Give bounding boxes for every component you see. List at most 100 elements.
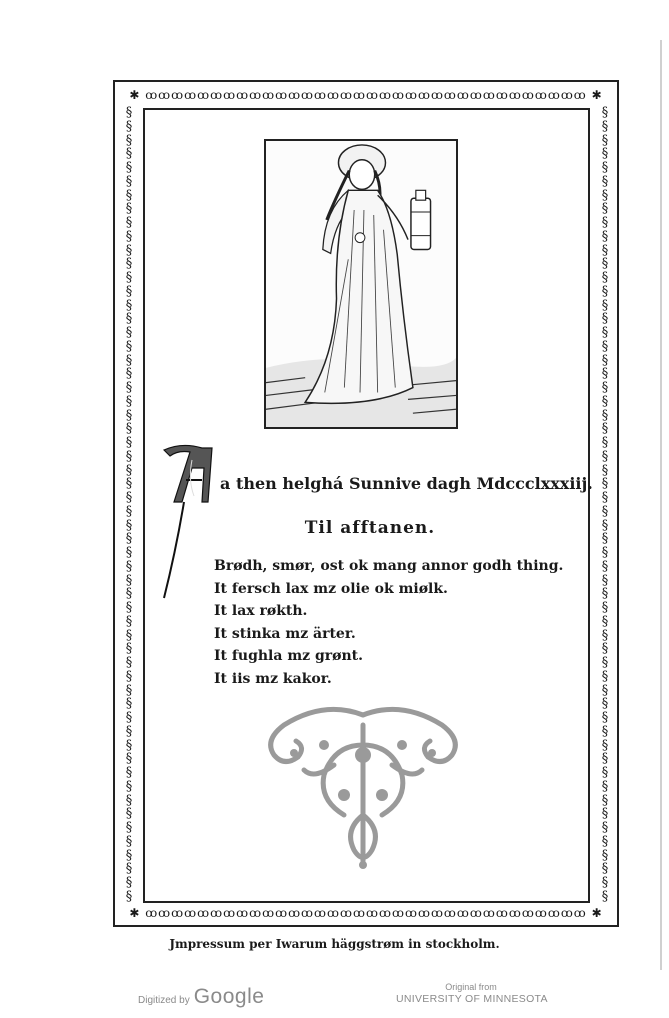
border-glyph: § (125, 435, 133, 450)
page-edge-shadow (660, 40, 662, 970)
border-glyph: § (601, 187, 609, 203)
menu-item: It iis mz kakor. (214, 670, 332, 687)
border-glyph: § (601, 655, 609, 670)
border-glyph: § (125, 160, 133, 175)
border-glyph: § (125, 696, 133, 712)
border-glyph: § (601, 847, 609, 863)
border-glyph: § (125, 641, 133, 657)
border-glyph: § (125, 875, 133, 890)
border-glyph: § (125, 393, 133, 409)
bottom-border-ornament: ✱ ꝏꝏꝏꝏꝏꝏꝏꝏꝏꝏꝏꝏꝏꝏꝏꝏꝏꝏꝏꝏꝏꝏꝏꝏꝏꝏꝏꝏꝏꝏꝏꝏꝏꝏ ✱ (129, 906, 603, 920)
right-border-ornament: §§§§§§§§§§§§§§§§§§§§§§§§§§§§§§§§§§§§§§§§… (592, 106, 618, 903)
menu-item: It stinka mz ärter. (214, 625, 356, 642)
border-glyph: § (601, 751, 609, 767)
border-glyph: § (601, 476, 609, 492)
saint-woodcut-illustration (264, 139, 458, 429)
border-glyph: § (125, 421, 133, 437)
border-glyph: § (601, 311, 609, 327)
border-glyph: § (125, 792, 133, 808)
border-glyph: § (601, 462, 609, 478)
colophon: Jmpressum per Iwarum häggstrøm in stockh… (169, 937, 500, 951)
border-glyph: § (125, 338, 133, 354)
institution-name: UNIVERSITY OF MINNESOTA (396, 993, 548, 1005)
border-glyph: § (125, 380, 133, 395)
border-glyph: § (601, 696, 609, 712)
border-glyph: § (601, 242, 609, 258)
border-glyph: § (125, 476, 133, 492)
border-glyph: § (125, 366, 133, 382)
border-glyph: § (601, 490, 609, 505)
border-glyph: § (125, 682, 133, 698)
border-glyph: § (601, 668, 609, 684)
border-glyph: § (125, 201, 133, 217)
digitized-by-mark: Digitized by Google (138, 985, 264, 1009)
border-glyph: § (125, 655, 133, 670)
border-glyph: § (601, 215, 609, 230)
menu-item: It fughla mz grønt. (214, 648, 363, 664)
border-glyph: § (125, 710, 133, 725)
outer-border-frame (113, 80, 619, 927)
floral-ornament (264, 705, 462, 870)
border-glyph: § (125, 146, 133, 162)
border-glyph: § (125, 448, 133, 464)
border-glyph: § (601, 297, 609, 313)
border-glyph: § (601, 531, 609, 547)
border-glyph: § (125, 737, 133, 753)
border-glyph: § (601, 765, 609, 780)
border-glyph: § (125, 531, 133, 547)
border-glyph: § (125, 173, 133, 189)
border-glyph: § (125, 256, 133, 272)
border-glyph: § (125, 613, 133, 629)
border-glyph: § (601, 833, 609, 849)
border-glyph: § (125, 270, 133, 285)
border-glyph: § (125, 778, 133, 794)
border-glyph: § (601, 421, 609, 437)
border-glyph: § (125, 861, 133, 877)
border-glyph: § (125, 503, 133, 519)
menu-list: Brødh, smør, ost ok mang annor godh thin… (214, 555, 563, 690)
border-glyph: § (125, 888, 133, 903)
border-glyph: § (125, 297, 133, 313)
border-glyph: § (125, 242, 133, 258)
border-glyph: § (601, 118, 609, 134)
border-glyph: § (601, 503, 609, 519)
border-glyph: § (601, 888, 609, 903)
border-glyph: § (601, 366, 609, 382)
border-glyph: § (601, 448, 609, 464)
border-glyph: § (601, 352, 609, 368)
border-glyph: § (601, 710, 609, 725)
border-glyph: § (125, 352, 133, 368)
border-glyph: § (601, 723, 609, 739)
border-glyph: § (601, 792, 609, 808)
border-glyph: § (125, 765, 133, 780)
border-glyph: § (125, 325, 133, 340)
border-glyph: § (601, 820, 609, 835)
border-glyph: § (601, 613, 609, 629)
flourish-ornament-icon (268, 706, 458, 869)
decorated-initial-letter (162, 440, 220, 600)
border-glyph: § (125, 215, 133, 230)
digitized-label: Digitized by (138, 995, 190, 1006)
border-glyph: § (601, 173, 609, 189)
border-glyph: § (125, 833, 133, 849)
border-glyph: § (125, 132, 133, 148)
border-glyph: § (601, 627, 609, 643)
border-glyph: § (125, 545, 133, 560)
woodcut-figure-icon (266, 141, 456, 427)
border-glyph: § (601, 778, 609, 794)
border-glyph: § (125, 668, 133, 684)
border-glyph: § (125, 572, 133, 588)
border-glyph: § (601, 558, 609, 574)
border-glyph: § (125, 820, 133, 835)
border-glyph: § (601, 283, 609, 299)
border-glyph: § (601, 737, 609, 753)
border-glyph: § (601, 106, 609, 120)
border-glyph: § (601, 545, 609, 560)
border-glyph: § (601, 600, 609, 615)
border-glyph: § (601, 338, 609, 354)
menu-item: It fersch lax mz olie ok miølk. (214, 580, 448, 597)
top-border-ornament: ✱ ꝏꝏꝏꝏꝏꝏꝏꝏꝏꝏꝏꝏꝏꝏꝏꝏꝏꝏꝏꝏꝏꝏꝏꝏꝏꝏꝏꝏꝏꝏꝏꝏꝏꝏ ✱ (129, 88, 603, 102)
border-glyph: § (125, 586, 133, 602)
origin-credit: Original from UNIVERSITY OF MINNESOTA (396, 981, 548, 1005)
